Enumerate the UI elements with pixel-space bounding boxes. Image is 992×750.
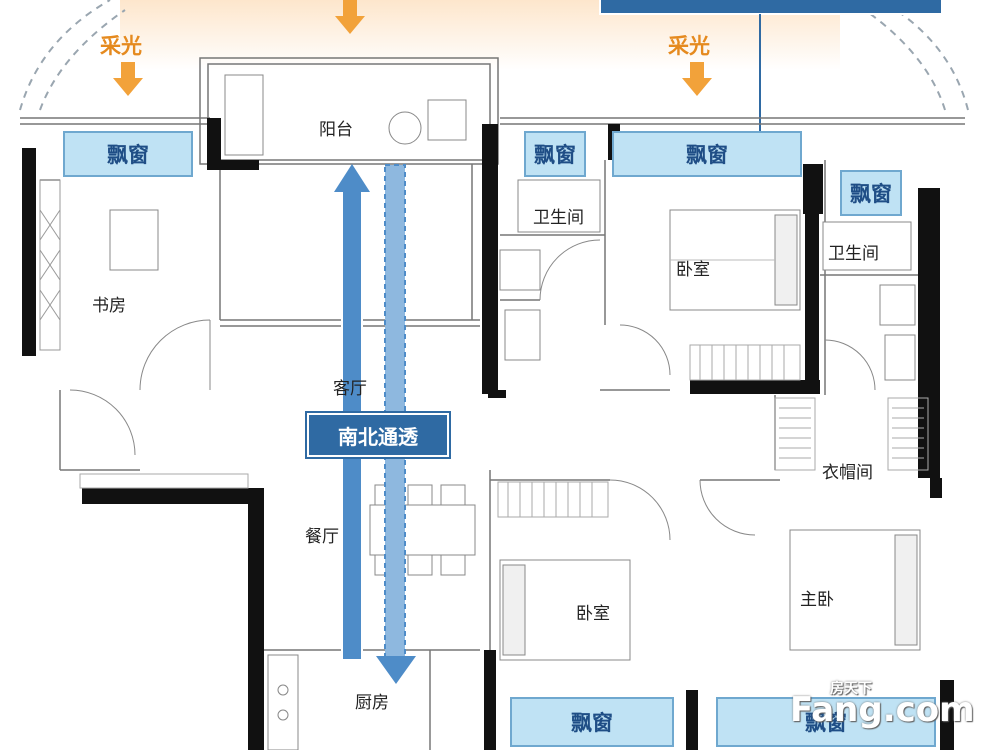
- light-arrow-1: [113, 62, 143, 96]
- watermark-brand: Fang.com: [790, 690, 975, 730]
- walls: [22, 118, 954, 750]
- bed-master: [789, 529, 921, 651]
- doors: [69, 239, 876, 541]
- room-label-bedroom-north: 卧室: [676, 260, 710, 280]
- top-note-box: [599, 0, 943, 15]
- kitchen-counter: [267, 654, 299, 750]
- watermark-cn: 房天下: [830, 681, 872, 697]
- wardrobe-left: [39, 179, 61, 351]
- light-arc-left: [19, 0, 111, 111]
- north-south-callout: 南北通透: [307, 413, 449, 457]
- wardrobe-long-left: [79, 473, 249, 489]
- light-arc-left-2: [39, 9, 126, 111]
- room-label-master: 主卧: [800, 590, 834, 610]
- lighting-label-right: 采光: [668, 34, 710, 58]
- bay-window-bath2: 飘窗: [840, 170, 902, 216]
- lighting-label-left: 采光: [100, 34, 142, 58]
- bed-south: [499, 559, 631, 661]
- arrow-north: [334, 164, 370, 661]
- wardrobe-bedroom-n: [689, 344, 801, 381]
- study-desk: [109, 209, 159, 271]
- bay-window-bedroom-south: 飘窗: [510, 697, 674, 747]
- room-label-dining: 餐厅: [305, 527, 339, 547]
- wardrobe-closet-right: [887, 397, 929, 471]
- light-arrow-2: [335, 0, 365, 34]
- room-label-living: 客厅: [333, 379, 367, 399]
- bath1-fixtures: [499, 179, 601, 361]
- room-label-kitchen: 厨房: [355, 693, 389, 713]
- balcony-fixtures: [224, 74, 467, 156]
- room-label-closet: 衣帽间: [822, 463, 873, 483]
- bay-window-study: 飘窗: [63, 131, 193, 177]
- wardrobe-bedroom-s: [497, 481, 609, 518]
- light-arrow-3: [682, 62, 712, 96]
- bay-window-bedroom-north: 飘窗: [612, 131, 802, 177]
- light-arc-right-2: [864, 9, 946, 111]
- wardrobe-closet-left: [774, 397, 816, 471]
- bay-window-master: 飘窗: [716, 697, 936, 747]
- room-label-bedroom-south: 卧室: [576, 604, 610, 624]
- room-label-bath2: 卫生间: [828, 244, 879, 264]
- bay-window-bath1: 飘窗: [524, 131, 586, 177]
- room-label-study: 书房: [92, 296, 126, 316]
- room-label-bath1: 卫生间: [533, 208, 584, 228]
- room-label-balcony: 阳台: [319, 120, 353, 140]
- light-arc-right: [879, 0, 969, 111]
- bed-north: [669, 209, 801, 311]
- arrow-south: [376, 164, 416, 684]
- bath2-fixtures: [822, 221, 916, 381]
